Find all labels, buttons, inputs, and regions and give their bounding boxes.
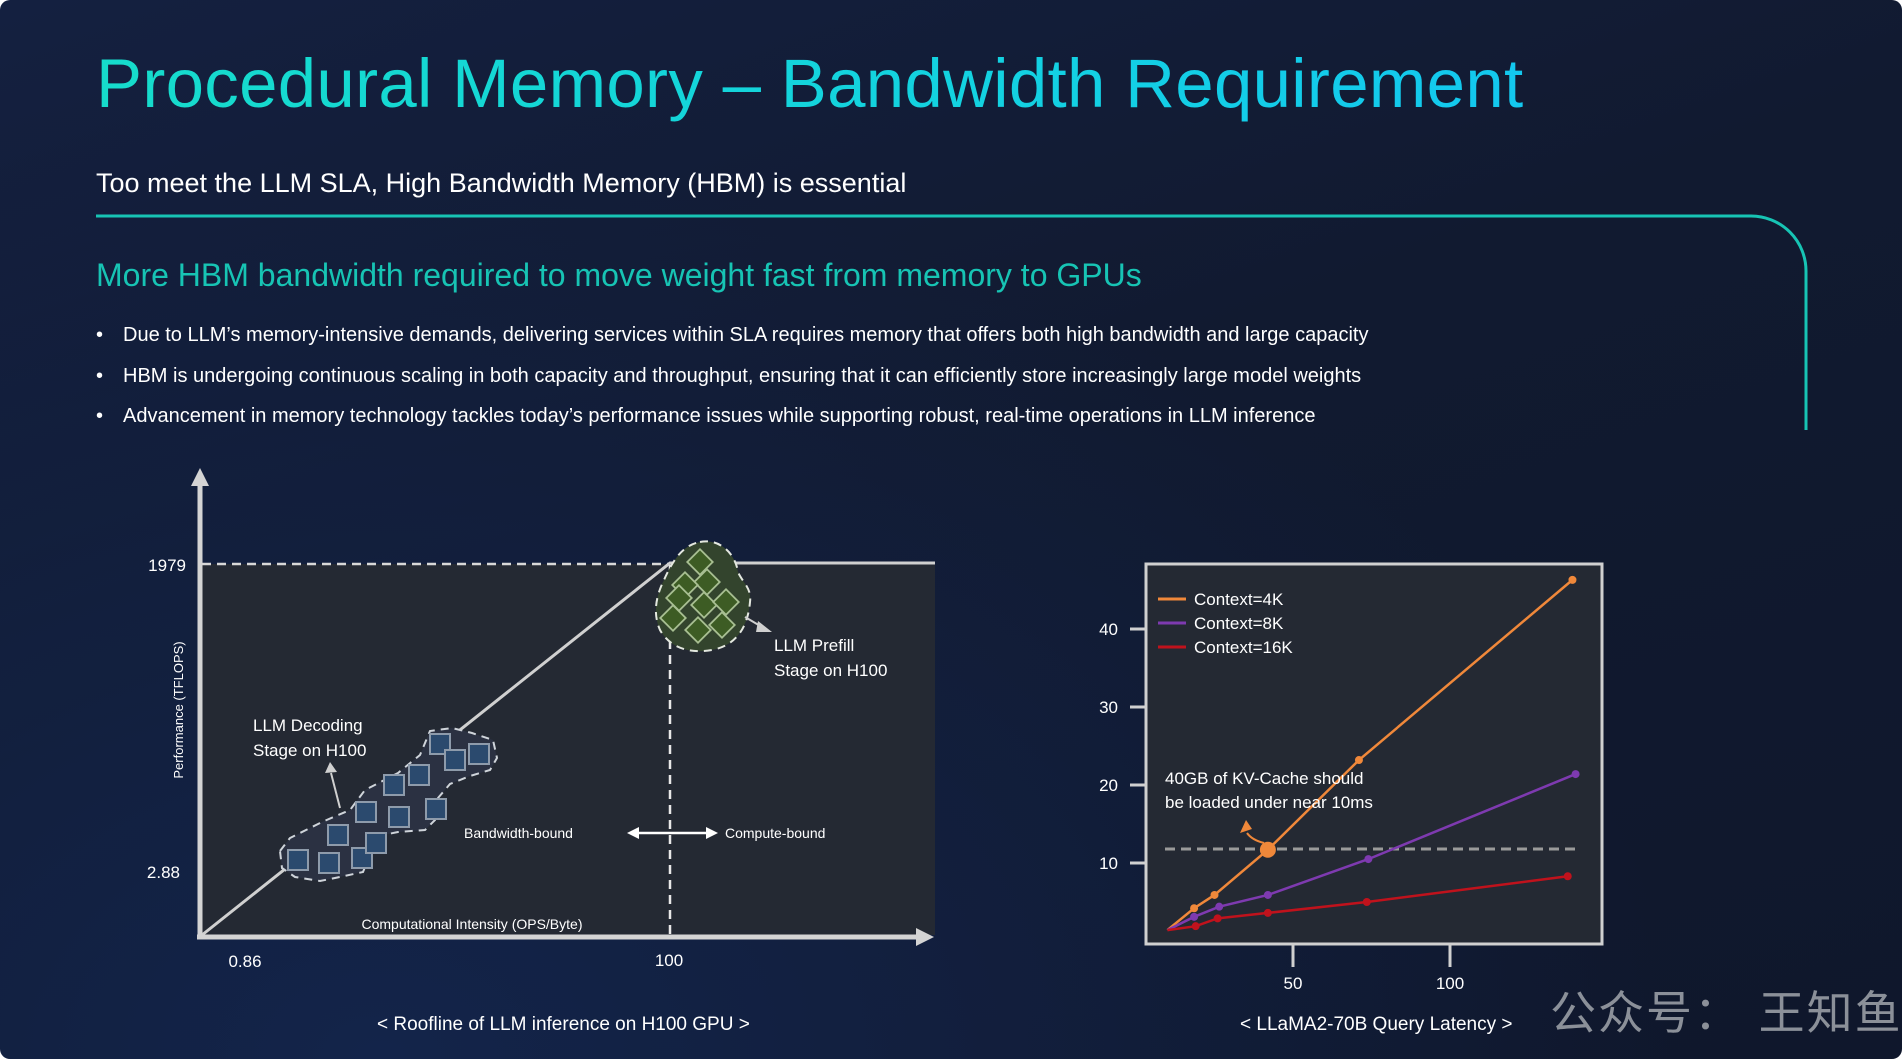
prefill-arrowhead-icon: [756, 621, 772, 632]
watermark-text: 公众号： 王知鱼: [1550, 986, 1902, 1040]
decoding-marker: [327, 824, 349, 846]
bullet-item: • HBM is undergoing continuous scaling in…: [96, 359, 1368, 400]
series-line-3: [1167, 875, 1568, 932]
roofline-caption: < Roofline of LLM inference on H100 GPU …: [377, 1014, 750, 1035]
prefill-marker: [685, 547, 715, 577]
y-tick-label: 40: [1099, 620, 1118, 639]
decoding-marker: [388, 806, 410, 828]
prefill-marker: [658, 603, 688, 633]
y-tick-label: 2.88: [147, 863, 180, 882]
decoding-cluster-markers: [287, 733, 490, 874]
series-line-2: [1166, 772, 1577, 932]
series-point: [1190, 904, 1199, 913]
series-point: [1568, 575, 1577, 584]
prefill-marker: [711, 587, 741, 617]
prefill-marker: [707, 610, 737, 640]
bullet-text: HBM is undergoing continuous scaling in …: [123, 364, 1362, 387]
highlight-annotation-arrow: [1246, 832, 1265, 844]
latency-x-ticks: 50 100: [1284, 945, 1464, 993]
y-tick-label: 10: [1099, 854, 1118, 873]
bullet-text: Due to LLM’s memory-intensive demands, d…: [123, 324, 1369, 346]
decoding-marker: [425, 798, 447, 820]
series-point: [1354, 756, 1363, 765]
prefill-label-line: LLM Prefill: [774, 636, 854, 655]
prefill-marker: [683, 615, 713, 645]
series-point: [1362, 898, 1371, 906]
decoding-label-line: LLM Decoding: [253, 716, 363, 735]
decoding-marker: [355, 801, 377, 823]
bullet-item: • Advancement in memory technology tackle…: [96, 399, 1368, 440]
bullet-list: • Due to LLM’s memory-intensive demands, …: [96, 318, 1368, 440]
series-point: [1263, 890, 1272, 899]
decoding-label-line: Stage on H100: [253, 741, 366, 760]
decoding-marker: [318, 852, 340, 874]
series-point: [1213, 914, 1222, 923]
decoding-marker: [287, 849, 309, 871]
x-tick-label: 100: [655, 951, 683, 970]
y-tick-label: 1979: [148, 556, 186, 575]
bandwidth-bound-label: Bandwidth-bound: [464, 825, 573, 841]
latency-highlight-point: [1259, 841, 1276, 858]
left-arrowhead-icon: [627, 827, 639, 839]
decoding-marker: [444, 749, 466, 771]
x-tick-label: 100: [1436, 974, 1464, 993]
latency-y-ticks: 10 20 30 40: [1099, 620, 1146, 873]
bullet-dot-icon: •: [96, 364, 104, 387]
bullet-dot-icon: •: [96, 324, 104, 346]
y-tick-label: 20: [1099, 776, 1118, 795]
series-point: [1263, 908, 1272, 917]
latency-legend: Context=4K Context=8K Context=16K: [1158, 590, 1293, 657]
bullet-text: Advancement in memory technology tackles…: [123, 405, 1316, 427]
prefill-marker: [689, 590, 719, 620]
latency-annotation-line: 40GB of KV-Cache should: [1165, 769, 1363, 788]
roofline-y-axis-title: Performance (TFLOPS): [171, 641, 186, 778]
bullet-item: • Due to LLM’s memory-intensive demands, …: [96, 318, 1368, 359]
latency-annotation-line: be loaded under near 10ms: [1165, 793, 1373, 812]
x-axis-arrowhead-icon: [916, 928, 934, 946]
legend-label: Context=16K: [1194, 638, 1293, 657]
prefill-marker: [692, 567, 722, 597]
section-heading: More HBM bandwidth required to move weig…: [96, 257, 1142, 293]
highlight-arrowhead-icon: [1240, 820, 1252, 833]
legend-label: Context=4K: [1194, 590, 1284, 609]
decoding-arrowhead-icon: [325, 762, 337, 773]
series-point: [1191, 922, 1200, 931]
decoding-marker: [468, 743, 490, 765]
y-tick-label: 30: [1099, 698, 1118, 717]
roofline-x-axis-title: Computational Intensity (OPS/Byte): [362, 916, 583, 932]
series-point: [1563, 872, 1572, 881]
series-point: [1571, 770, 1580, 779]
series-point: [1364, 855, 1373, 864]
prefill-label-line: Stage on H100: [774, 661, 887, 680]
decoding-marker: [383, 774, 405, 796]
y-axis-arrowhead-icon: [191, 468, 209, 486]
series-point: [1210, 890, 1219, 899]
series-point: [1215, 902, 1224, 911]
slide-subtitle: Too meet the LLM SLA, High Bandwidth Mem…: [96, 168, 907, 198]
series-line-1: [1166, 578, 1574, 932]
legend-label: Context=8K: [1194, 614, 1284, 633]
x-tick-label: 50: [1284, 974, 1303, 993]
series-point: [1190, 912, 1199, 921]
x-tick-label: 0.86: [228, 952, 261, 971]
latency-caption: < LLaMA2-70B Query Latency >: [1240, 1014, 1513, 1035]
slide-title: Procedural Memory – Bandwidth Requiremen…: [96, 45, 1524, 122]
bullet-dot-icon: •: [96, 405, 104, 427]
prefill-cluster-markers: [658, 547, 741, 645]
compute-bound-label: Compute-bound: [725, 825, 825, 841]
right-arrowhead-icon: [706, 827, 718, 839]
decoding-annotation-arrow: [330, 772, 341, 809]
decoding-marker: [408, 764, 430, 786]
decoding-marker: [365, 832, 387, 854]
